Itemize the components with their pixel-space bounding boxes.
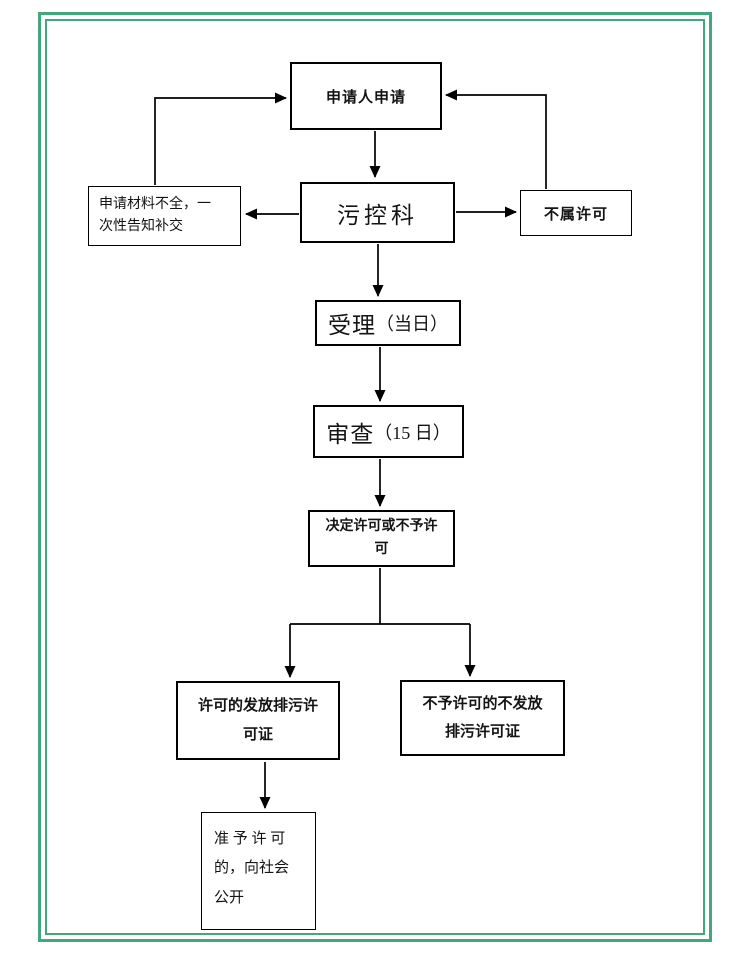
node-issue-permit-line2: 可证 [242, 726, 273, 743]
node-acceptance-duration-label: （当日） [376, 314, 448, 334]
node-deny-permit-line1: 不予许可的不发放 [422, 695, 543, 712]
node-decision-line1: 决定许可或不予许 [325, 519, 438, 535]
node-acceptance: 受理 （当日） [315, 300, 461, 346]
node-incomplete-materials-line2: 次性告知补交 [99, 219, 183, 234]
node-deny-permit: 不予许可的不发放 排污许可证 [400, 680, 565, 756]
node-incomplete-materials: 申请材料不全，一 次性告知补交 [88, 186, 241, 246]
node-publicize-to-society: 准 予 许 可 的，向社会 公开 [201, 812, 316, 930]
node-decision-line2: 可 [374, 541, 389, 557]
node-applicant-apply: 申请人申请 [290, 62, 442, 130]
outer-green-frame [38, 12, 712, 942]
inner-green-frame [45, 19, 705, 935]
node-pollution-control-section: 污控科 [300, 182, 455, 243]
node-publicize-line3: 公开 [214, 889, 245, 906]
node-review: 审查 （15 日） [313, 405, 464, 458]
node-review-duration-label: （15 日） [374, 422, 451, 443]
node-publicize-line2: 的，向社会 [214, 860, 290, 877]
node-pollution-control-label: 污控科 [337, 202, 418, 228]
node-applicant-apply-label: 申请人申请 [325, 89, 406, 106]
node-decision-permit-or-not: 决定许可或不予许 可 [308, 510, 455, 567]
node-issue-permit-line1: 许可的发放排污许 [197, 698, 318, 714]
node-review-main-label: 审查 [326, 421, 375, 447]
node-issue-permit: 许可的发放排污许 可证 [176, 681, 340, 760]
node-not-within-permit-label: 不属许可 [543, 206, 608, 223]
node-deny-permit-line2: 排污许可证 [444, 724, 520, 740]
node-not-within-permit: 不属许可 [520, 190, 632, 236]
node-incomplete-materials-line1: 申请材料不全，一 [99, 197, 211, 213]
node-publicize-line1: 准 予 许 可 [214, 831, 286, 847]
node-acceptance-main-label: 受理 [328, 313, 376, 338]
